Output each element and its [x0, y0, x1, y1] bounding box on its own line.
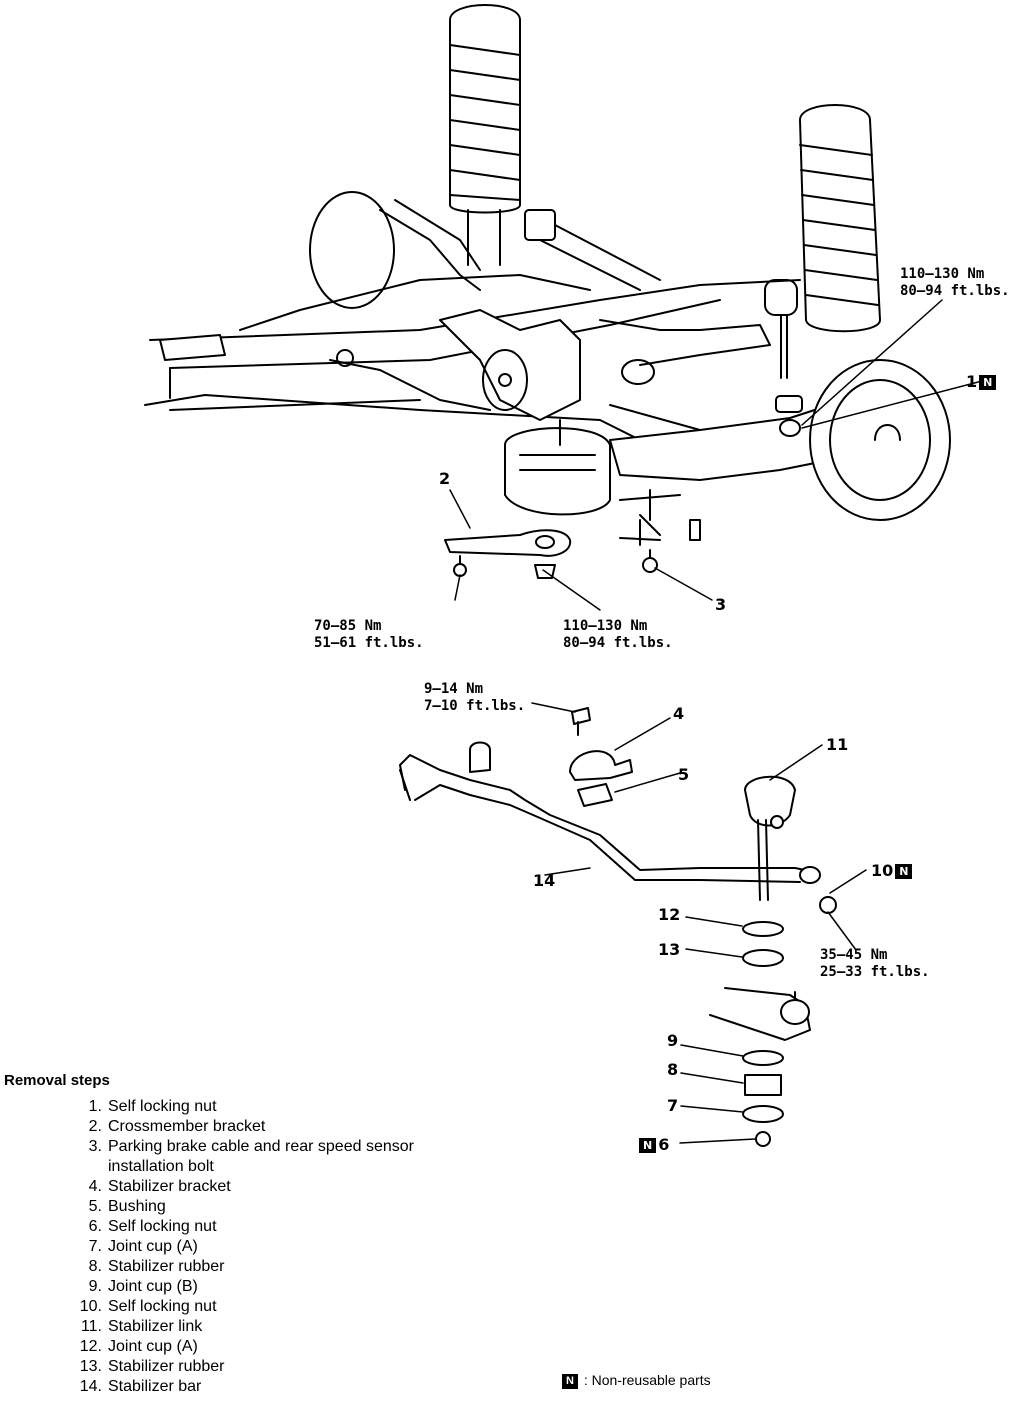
callout-8: 8 [667, 1060, 679, 1079]
stabilizer-bar [399, 741, 821, 884]
removal-steps: Removal steps 1.Self locking nut 2.Cross… [4, 1072, 508, 1397]
callout-2: 2 [439, 469, 451, 488]
removal-steps-list: 1.Self locking nut 2.Crossmember bracket… [4, 1097, 508, 1397]
callout-13: 13 [658, 940, 681, 959]
list-item: 6.Self locking nut [88, 1218, 217, 1235]
list-item: 3.Parking brake cable and rear speed sen… [88, 1138, 414, 1175]
non-reusable-badge: N [895, 864, 913, 879]
crossmember-bracket [444, 529, 572, 579]
list-item: 14.Stabilizer bar [79, 1378, 202, 1395]
differential [504, 419, 611, 516]
list-item: 1.Self locking nut [88, 1098, 217, 1115]
leader-lines [449, 299, 983, 1144]
lower-arm-and-drum [609, 359, 951, 521]
list-item: 7.Joint cup (A) [88, 1238, 198, 1255]
joint-cups-and-rubbers [742, 921, 784, 1147]
lower-control-arm-end [709, 987, 811, 1041]
callout-3: 3 [715, 595, 727, 614]
list-item: 4.Stabilizer bracket [88, 1178, 231, 1195]
parking-brake-bracket [619, 489, 701, 573]
right-coil-spring [799, 104, 881, 333]
rear-suspension-assembly [144, 191, 801, 441]
removal-steps-heading: Removal steps [4, 1072, 110, 1089]
list-item: 13.Stabilizer rubber [79, 1358, 225, 1375]
non-reusable-badge: N [639, 1138, 657, 1153]
non-reusable-badge: N [562, 1373, 578, 1389]
callout-4: 4 [673, 704, 685, 723]
list-item: 5.Bushing [88, 1198, 166, 1215]
list-item: 12.Joint cup (A) [79, 1338, 198, 1355]
callout-5: 5 [678, 765, 690, 784]
shock-absorber-mount [764, 279, 803, 413]
list-item: 8.Stabilizer rubber [88, 1258, 225, 1275]
non-reusable-badge: N [979, 375, 997, 390]
list-item: 11.Stabilizer link [80, 1318, 203, 1335]
left-coil-spring [449, 4, 521, 266]
legend: N : Non-reusable parts [560, 1372, 711, 1389]
list-item: 2.Crossmember bracket [88, 1118, 266, 1135]
list-item: 9.Joint cup (B) [88, 1278, 198, 1295]
callout-14: 14 [533, 871, 556, 890]
callout-9: 9 [667, 1031, 679, 1050]
callout-12: 12 [658, 905, 681, 924]
list-item: 10.Self locking nut [79, 1298, 217, 1315]
legend-text: : Non-reusable parts [583, 1372, 711, 1388]
callout-7: 7 [667, 1096, 679, 1115]
stabilizer-bracket [569, 707, 633, 807]
stabilizer-link [744, 775, 837, 914]
callout-11: 11 [826, 735, 849, 754]
